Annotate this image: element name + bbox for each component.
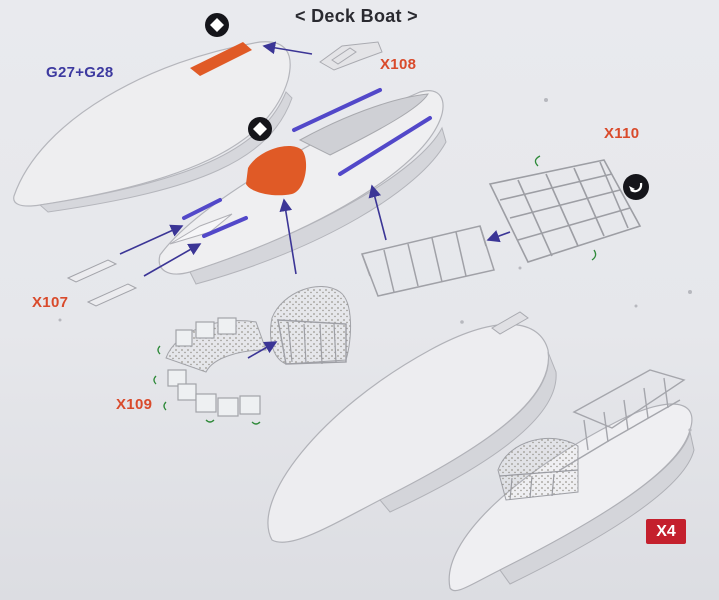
part-x109 bbox=[153, 317, 267, 425]
label-x107: X107 bbox=[32, 294, 69, 311]
glue-diamond-icon bbox=[205, 13, 229, 37]
hull-bottom-middle bbox=[267, 311, 557, 543]
label-x109: X109 bbox=[116, 396, 153, 413]
part-x108 bbox=[319, 41, 383, 71]
page-title: < Deck Boat > bbox=[295, 6, 418, 26]
part-x110-frame bbox=[488, 159, 642, 263]
part-roof-frame bbox=[360, 225, 495, 297]
part-dome bbox=[270, 286, 352, 365]
rotate-arrow-icon bbox=[623, 174, 649, 200]
background-specks bbox=[58, 98, 692, 432]
label-x110: X110 bbox=[604, 125, 640, 142]
hull-middle bbox=[158, 88, 447, 285]
finished-boat bbox=[448, 369, 695, 592]
rotation-marks bbox=[534, 155, 597, 261]
assembly-arrows bbox=[119, 41, 511, 359]
hull-top-left bbox=[13, 41, 293, 213]
label-x108: X108 bbox=[380, 56, 417, 73]
glue-diamond-icon bbox=[248, 117, 272, 141]
part-x107 bbox=[66, 259, 138, 307]
label-g27-g28: G27+G28 bbox=[46, 64, 114, 81]
quantity-badge: X4 bbox=[646, 519, 686, 544]
